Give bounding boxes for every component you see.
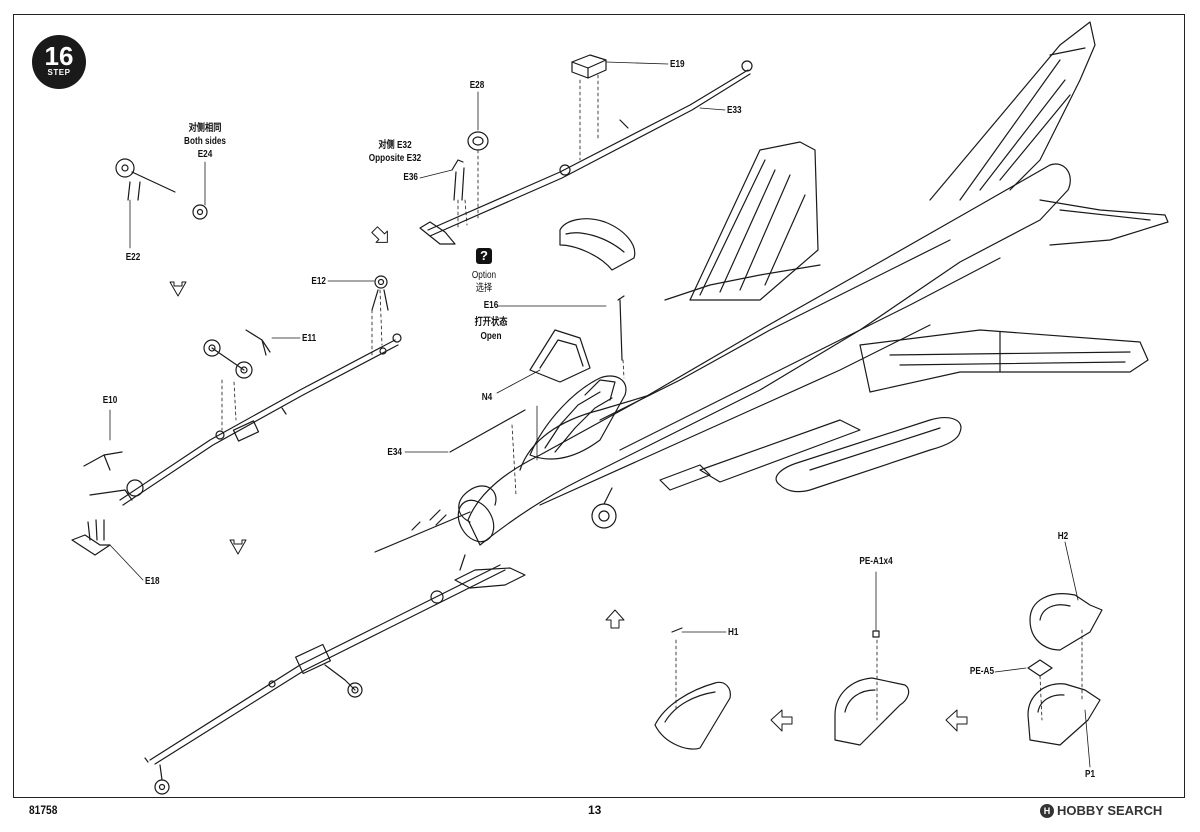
left-gear-assembly [71, 333, 402, 556]
step-badge: 16 STEP [32, 35, 86, 89]
label-e34: E34 [387, 447, 402, 458]
part-h1-door [654, 627, 731, 750]
pitot-probe [374, 509, 471, 553]
label-open-en: Open [480, 331, 502, 342]
direction-arrows [169, 226, 968, 732]
label-e32-cn: 对侧 E32 [378, 140, 412, 151]
part-e11 [203, 329, 271, 379]
label-pe-a5: PE-A5 [969, 666, 994, 677]
aircraft-fuselage [457, 163, 1071, 546]
vertical-tail [929, 21, 1096, 201]
part-p1-door [1027, 683, 1101, 746]
label-e19: E19 [670, 59, 685, 70]
drop-tank [659, 417, 962, 493]
label-p1: P1 [1084, 769, 1096, 780]
arrow-up-1 [605, 609, 625, 629]
main-gear-assembly [144, 554, 526, 795]
label-n4: N4 [481, 392, 493, 403]
label-e24-en: Both sides [184, 136, 226, 147]
label-e28: E28 [469, 80, 485, 91]
arrow-left-2 [945, 709, 968, 732]
label-e24-cn: 对侧相同 [188, 123, 222, 134]
part-e36 [451, 159, 465, 201]
cockpit [529, 375, 627, 460]
nose-gear [591, 487, 617, 529]
arrow-down-2 [169, 281, 187, 297]
wing-lower [859, 329, 1149, 393]
part-e16 [617, 295, 625, 361]
arrow-down-1 [371, 226, 388, 243]
part-pe-a1-door [834, 630, 910, 746]
part-h2-door [1029, 593, 1103, 651]
wing-upper [664, 141, 821, 301]
arrow-left-1 [770, 709, 793, 732]
watermark: H HOBBY SEARCH [1040, 803, 1162, 818]
watermark-text: HOBBY SEARCH [1057, 803, 1163, 818]
label-e36: E36 [403, 172, 418, 183]
label-h2: H2 [1057, 531, 1069, 542]
instruction-sheet-border [13, 14, 1185, 798]
label-pe-a1x4: PE-A1x4 [859, 556, 893, 567]
page-number: 13 [588, 803, 602, 817]
arrow-down-3 [229, 539, 247, 555]
leader-lines [109, 61, 1091, 768]
step-word: STEP [47, 67, 71, 77]
label-e11: E11 [302, 333, 317, 344]
kit-number: 81758 [29, 803, 58, 817]
label-h1: H1 [728, 627, 739, 638]
gear-strut-e33 [419, 60, 753, 245]
label-option-cn: 选择 [475, 283, 493, 294]
label-e22: E22 [125, 252, 141, 263]
label-e12: E12 [311, 276, 326, 287]
assembly-guide-lines [221, 74, 1083, 721]
label-e16: E16 [483, 300, 499, 311]
stabilizer [1039, 199, 1169, 246]
part-pe-a5 [1027, 659, 1053, 677]
canopy-n4 [529, 329, 591, 383]
part-e10 [83, 451, 123, 471]
part-e12 [371, 275, 389, 311]
label-e10: E10 [102, 395, 118, 406]
label-e18: E18 [145, 576, 160, 587]
label-e32-en: Opposite E32 [368, 153, 422, 164]
part-e19 [571, 54, 607, 79]
canopy-frame-upper [559, 218, 636, 271]
label-e33: E33 [727, 105, 742, 116]
label-option-en: Option [471, 270, 497, 281]
part-e34 [449, 409, 526, 453]
part-e28 [467, 131, 489, 151]
part-e22-e24 [115, 158, 208, 220]
option-help-icon: ? [476, 248, 492, 264]
watermark-logo-icon: H [1040, 803, 1054, 818]
step-number: 16 [44, 40, 74, 71]
label-open-cn: 打开状态 [474, 317, 508, 328]
label-e24: E24 [197, 149, 213, 160]
